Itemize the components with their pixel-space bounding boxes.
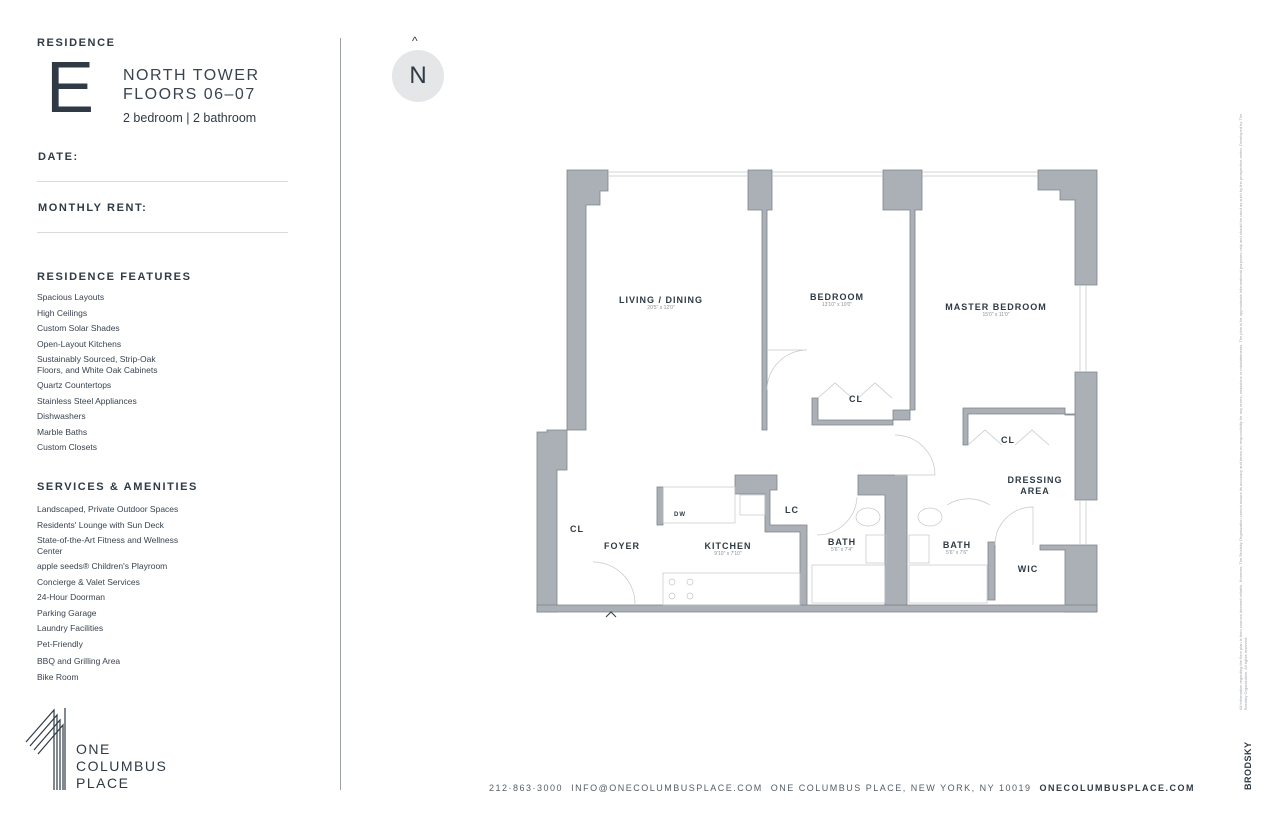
room-foyer: FOYER bbox=[603, 541, 641, 551]
list-item: Parking Garage bbox=[37, 607, 97, 618]
list-item: State-of-the-Art Fitness and Wellness Ce… bbox=[37, 535, 179, 556]
logo-line-1: ONE bbox=[76, 741, 111, 757]
room-dressing-area: DRESSING AREA bbox=[1007, 475, 1063, 496]
one-columbus-logo-icon bbox=[25, 708, 66, 790]
room-closet-master: CL bbox=[1001, 435, 1015, 445]
footer: 212·863·3000 INFO@ONECOLUMBUSPLACE.COM O… bbox=[489, 783, 1195, 793]
date-label: DATE: bbox=[38, 151, 79, 163]
list-item: Bike Room bbox=[37, 671, 79, 682]
amenities-title: SERVICES & AMENITIES bbox=[37, 481, 198, 493]
amenities-list: Landscaped, Private Outdoor Spaces Resid… bbox=[37, 502, 187, 685]
separator: | bbox=[186, 111, 190, 125]
list-item: Landscaped, Private Outdoor Spaces bbox=[37, 504, 179, 514]
list-item: Custom Solar Shades bbox=[37, 323, 120, 333]
list-item: Stainless Steel Appliances bbox=[37, 395, 137, 406]
divider bbox=[340, 38, 341, 790]
list-item: Marble Baths bbox=[37, 426, 88, 437]
residence-label: RESIDENCE bbox=[37, 37, 116, 49]
wall-bottom bbox=[536, 604, 1098, 613]
room-closet-foyer: CL bbox=[570, 524, 584, 534]
features-title: RESIDENCE FEATURES bbox=[37, 271, 192, 283]
list-item: Pet-Friendly bbox=[37, 638, 83, 649]
compass-badge: N bbox=[392, 50, 444, 102]
footer-website[interactable]: ONECOLUMBUSPLACE.COM bbox=[1039, 783, 1196, 793]
wall-kitchen bbox=[734, 474, 808, 606]
list-item: Residents' Lounge with Sun Deck bbox=[37, 519, 164, 530]
entry-arrow-icon bbox=[605, 611, 617, 618]
list-item: Sustainably Sourced, Strip-Oak Floors, a… bbox=[37, 354, 158, 375]
list-item: 24-Hour Doorman bbox=[37, 592, 106, 602]
disclaimer: All information regarding the floor plan… bbox=[1238, 113, 1248, 710]
dishwasher-label: DW bbox=[674, 512, 686, 518]
list-item: Quartz Countertops bbox=[37, 380, 112, 390]
logo-line-3: PLACE bbox=[76, 775, 130, 791]
bedroom-count: 2 bedroom bbox=[123, 111, 183, 125]
list-item: Laundry Facilities bbox=[37, 623, 104, 633]
rent-label: MONTHLY RENT: bbox=[38, 202, 148, 214]
date-line bbox=[37, 181, 288, 182]
wall-right-bottom bbox=[1039, 544, 1098, 613]
wall-wic bbox=[987, 541, 996, 601]
list-item: BBQ and Grilling Area bbox=[37, 656, 121, 666]
residence-letter: E bbox=[46, 48, 95, 128]
room-linen-closet: LC bbox=[785, 505, 799, 515]
list-item: Spacious Layouts bbox=[37, 292, 105, 302]
wall-left bbox=[536, 169, 609, 613]
footer-address: ONE COLUMBUS PLACE, NEW YORK, NY 10019 bbox=[770, 783, 1032, 793]
list-item: Dishwashers bbox=[37, 411, 86, 421]
wall-right-top bbox=[1037, 169, 1098, 286]
list-item: Custom Closets bbox=[37, 442, 97, 452]
features-list: Spacious Layouts High Ceilings Custom So… bbox=[37, 290, 177, 456]
wall-bath-core bbox=[857, 474, 908, 606]
floors: FLOORS 06–07 bbox=[123, 86, 256, 103]
wall-pillar-2 bbox=[811, 169, 923, 426]
list-item: Open-Layout Kitchens bbox=[37, 338, 122, 349]
brodsky-logo: BRODSKY bbox=[1243, 741, 1253, 790]
wall-pillar-1 bbox=[747, 169, 773, 431]
list-item: High Ceilings bbox=[37, 307, 88, 318]
north-arrow-icon: ^ bbox=[412, 34, 418, 48]
footer-email[interactable]: INFO@ONECOLUMBUSPLACE.COM bbox=[571, 783, 763, 793]
list-item: apple seeds® Children's Playroom bbox=[37, 561, 168, 571]
list-item: Concierge & Valet Services bbox=[37, 576, 140, 587]
room-closet-bedroom: CL bbox=[849, 394, 863, 404]
room-walk-in-closet: WIC bbox=[1017, 564, 1039, 574]
bathroom-count: 2 bathroom bbox=[192, 111, 257, 125]
footer-phone: 212·863·3000 bbox=[489, 783, 564, 793]
rent-line bbox=[37, 232, 288, 233]
tower-name: NORTH TOWER bbox=[123, 67, 260, 84]
wall-right-mid bbox=[962, 371, 1098, 501]
wall-kitchen-side bbox=[656, 486, 664, 526]
logo-line-2: COLUMBUS bbox=[76, 758, 168, 774]
